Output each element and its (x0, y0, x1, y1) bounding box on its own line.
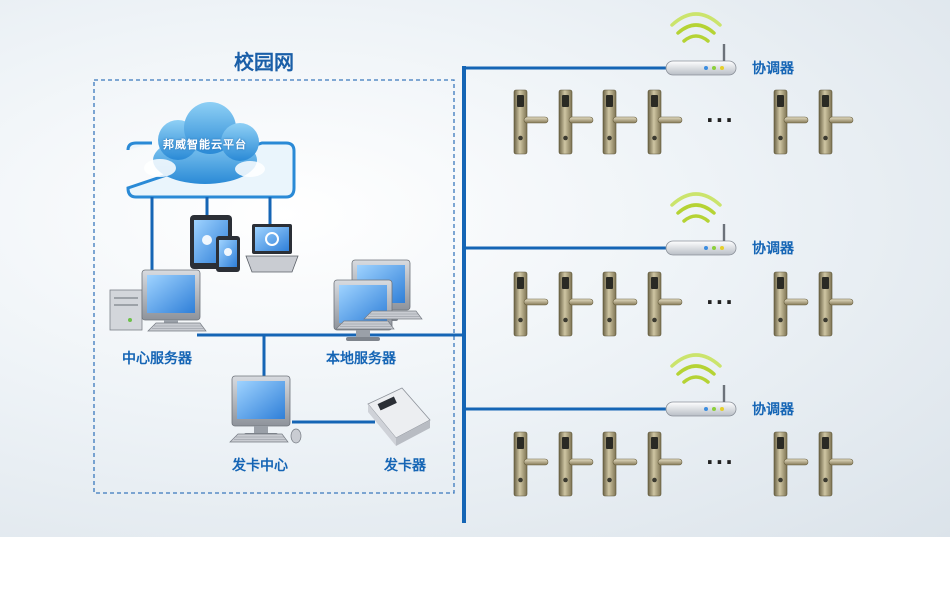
more-locks-ellipsis-1: ··· (706, 108, 735, 132)
more-locks-ellipsis-3: ··· (706, 450, 735, 474)
coordinator-router-icon-3 (664, 353, 738, 418)
coordinator-label-2: 协调器 (752, 241, 794, 257)
phone-icon (216, 236, 240, 272)
cloud-platform-label: 邦威智能云平台 (163, 138, 247, 151)
cloud-icon (144, 102, 265, 184)
door-lock-row-2 (513, 271, 854, 337)
coordinator-router-icon-2 (664, 192, 738, 257)
laptop-icon (245, 224, 299, 273)
central-server-label: 中心服务器 (122, 351, 192, 367)
door-lock-row-3 (513, 431, 854, 497)
local-server-label: 本地服务器 (326, 351, 396, 367)
coordinator-router-icon-1 (664, 12, 738, 77)
central-server-icon (109, 269, 207, 332)
coordinator-label-1: 协调器 (752, 61, 794, 77)
campus-network-label: 校园网 (234, 50, 294, 74)
door-lock-row-1 (513, 89, 854, 155)
coordinator-label-3: 协调器 (752, 402, 794, 418)
card-center-icon (229, 375, 302, 444)
card-center-label: 发卡中心 (232, 458, 288, 474)
card-issuer-label: 发卡器 (384, 458, 426, 474)
card-issuer-icon (367, 387, 431, 446)
local-server-icon (333, 259, 423, 342)
network-diagram: 校园网 邦威智能云平台 中心服务器 本地服务器 发卡中心 发卡器 协调器 协调器… (0, 0, 950, 537)
more-locks-ellipsis-2: ··· (706, 290, 735, 314)
diagram-graphics (93, 12, 854, 523)
